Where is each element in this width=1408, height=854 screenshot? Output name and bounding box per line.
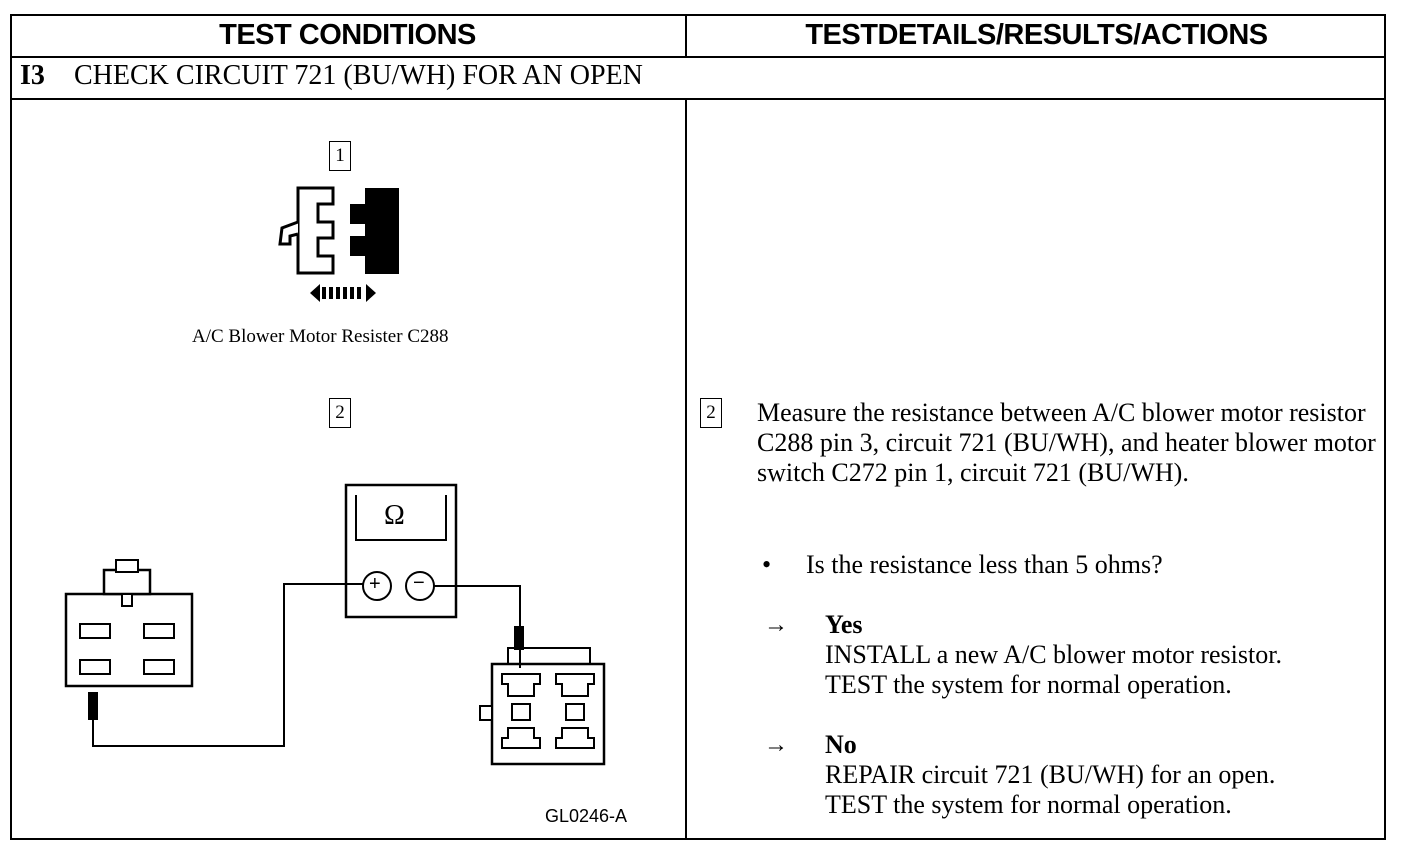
- yes-action-1: INSTALL a new A/C blower motor resistor.: [825, 640, 1282, 669]
- no-action-1: REPAIR circuit 721 (BU/WH) for an open.: [825, 760, 1276, 789]
- header-test-details: TESTDETAILS/RESULTS/ACTIONS: [805, 18, 1268, 51]
- bullet-icon: •: [762, 550, 772, 579]
- plus-terminal-label: +: [369, 573, 381, 595]
- figure-step-box-2: 2: [329, 398, 351, 428]
- yes-action-2: TEST the system for normal operation.: [825, 670, 1232, 699]
- yes-answer: Yes INSTALL a new A/C blower motor resis…: [825, 610, 1282, 700]
- instruction-text: Measure the resistance between A/C blowe…: [757, 398, 1376, 487]
- step-number: I3: [20, 60, 45, 91]
- connector-c272: [479, 626, 606, 766]
- yes-arrow-icon: →: [764, 612, 788, 638]
- connector-c288: [64, 559, 194, 720]
- test-leads: [92, 583, 521, 747]
- column-divider-body: [685, 98, 687, 840]
- column-divider-top: [685, 14, 687, 58]
- step-title: CHECK CIRCUIT 721 (BU/WH) FOR AN OPEN: [74, 60, 643, 91]
- ohm-symbol: Ω: [384, 500, 405, 531]
- table-frame: [10, 14, 1386, 840]
- question-item: • Is the resistance less than 5 ohms?: [762, 550, 1163, 580]
- no-arrow-icon: →: [764, 732, 788, 758]
- connector-caption: A/C Blower Motor Resister C288: [192, 326, 449, 347]
- header-divider: [10, 56, 1386, 58]
- question-text: Is the resistance less than 5 ohms?: [806, 550, 1163, 579]
- header-test-conditions: TEST CONDITIONS: [219, 18, 476, 51]
- details-step-box: 2: [700, 398, 722, 428]
- figure-step-box-1: 1: [329, 141, 351, 171]
- figure-code: GL0246-A: [545, 806, 628, 826]
- no-label: No: [825, 730, 857, 759]
- step-title-row: I3 CHECK CIRCUIT 721 (BU/WH) FOR AN OPEN: [20, 60, 643, 92]
- step-divider: [10, 98, 1386, 100]
- yes-label: Yes: [825, 610, 863, 639]
- no-action-2: TEST the system for normal operation.: [825, 790, 1232, 819]
- connector-disconnect-icon: [278, 186, 399, 302]
- minus-terminal-label: −: [413, 572, 425, 594]
- ohmmeter: [344, 483, 458, 619]
- no-answer: No REPAIR circuit 721 (BU/WH) for an ope…: [825, 730, 1275, 820]
